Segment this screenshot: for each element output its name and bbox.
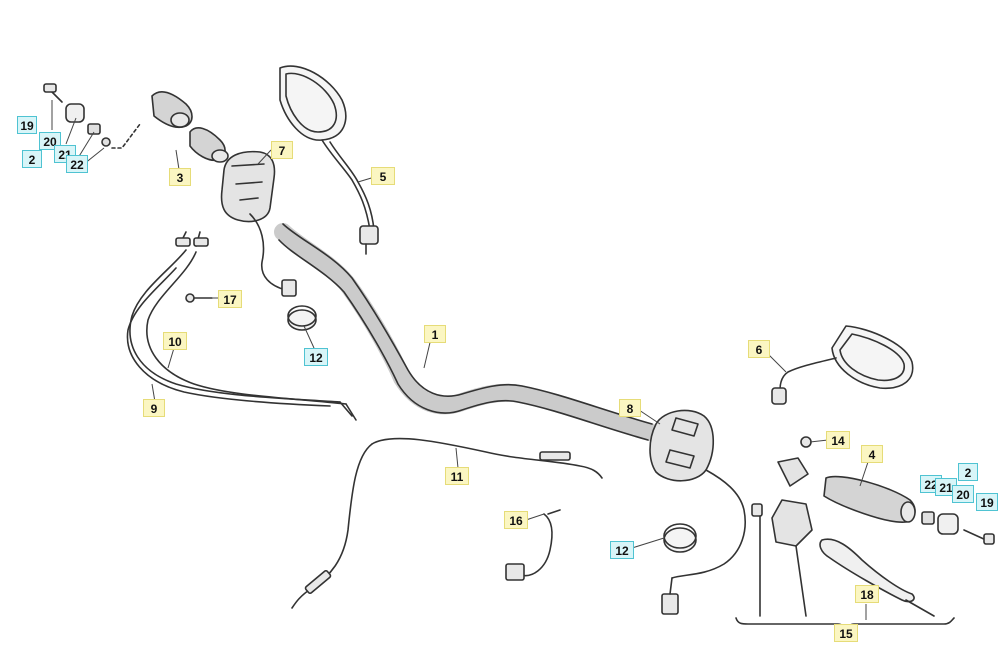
- callout-10[interactable]: 10: [163, 332, 187, 350]
- callout-12-lower[interactable]: 12: [610, 541, 634, 559]
- callout-7[interactable]: 7: [271, 141, 293, 159]
- callout-14[interactable]: 14: [826, 431, 850, 449]
- watermark: [587, 250, 612, 350]
- right-switch-housing: [649, 409, 746, 615]
- callout-11[interactable]: 11: [445, 467, 469, 485]
- left-grips: [151, 91, 229, 163]
- handlebar-clamp-lower: [663, 523, 697, 553]
- callout-12-upper[interactable]: 12: [304, 348, 328, 366]
- left-switch-housing: [220, 150, 297, 297]
- brake-cable: [291, 437, 603, 609]
- callout-16[interactable]: 16: [504, 511, 528, 529]
- callout-17[interactable]: 17: [218, 290, 242, 308]
- callout-9[interactable]: 9: [143, 399, 165, 417]
- callout-2-left[interactable]: 2: [22, 150, 42, 168]
- screw-17: [185, 293, 213, 303]
- left-cables: [126, 231, 357, 421]
- callout-4[interactable]: 4: [861, 445, 883, 463]
- left-bar-end-set: [43, 83, 141, 149]
- switch-wire: [505, 509, 561, 581]
- callout-8[interactable]: 8: [619, 399, 641, 417]
- callout-1[interactable]: 1: [424, 325, 446, 343]
- handlebar-clamp-upper: [287, 305, 317, 331]
- left-mirror: [279, 65, 379, 255]
- callout-2-right[interactable]: 2: [958, 463, 978, 481]
- right-mirror: [771, 325, 914, 405]
- callout-20-right[interactable]: 20: [952, 485, 974, 503]
- lever-assembly: [735, 436, 955, 631]
- callout-3[interactable]: 3: [169, 168, 191, 186]
- callout-5[interactable]: 5: [371, 167, 395, 185]
- callout-15[interactable]: 15: [834, 624, 858, 642]
- right-grip-and-bar-end: [823, 475, 995, 545]
- callout-19-left[interactable]: 19: [17, 116, 37, 134]
- handlebar: [274, 223, 659, 441]
- callout-18[interactable]: 18: [855, 585, 879, 603]
- callout-19-right[interactable]: 19: [976, 493, 998, 511]
- callout-6[interactable]: 6: [748, 340, 770, 358]
- callout-22-left[interactable]: 22: [66, 155, 88, 173]
